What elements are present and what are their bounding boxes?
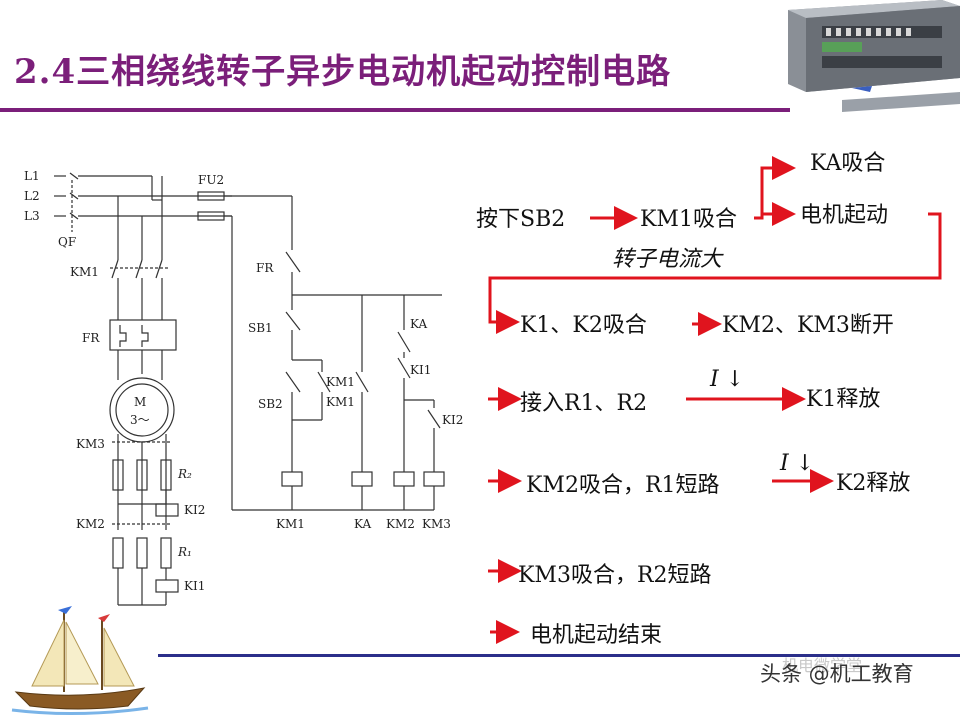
watermark-faint: 机电微学堂 [782, 656, 863, 675]
footer-rule [158, 654, 960, 657]
label-FR-contact: FR [256, 261, 274, 275]
label-KI1-coil: KI1 [184, 579, 205, 593]
label-KI2-coil: KI2 [184, 503, 205, 517]
label-R2: R₂ [177, 467, 192, 481]
label-FR-main: FR [82, 331, 100, 345]
label-KA-contact: KA [410, 317, 427, 331]
label-KM2-main: KM2 [76, 517, 105, 531]
label-L2: L2 [24, 189, 40, 203]
text-km1-close: KM1吸合 [640, 207, 737, 232]
label-KM1-main: KM1 [70, 265, 99, 279]
text-current-down-2: I ↓ [779, 451, 814, 476]
text-km3-close: KM3吸合，R2短路 [518, 563, 712, 588]
label-coil-KM2: KM2 [386, 517, 415, 531]
circuit-diagram: L1 L2 L3 QF FU2 KM1 FR M 3～ KM3 R₂ KI2 K… [24, 169, 463, 606]
text-k2-release: K2释放 [836, 471, 910, 496]
text-motor-done: 电机起动结束 [530, 623, 662, 648]
text-rotor-current: 转子电流大 [612, 247, 724, 272]
startup-sequence-flow: 按下SB2 KM1吸合 KA吸合 电机起动 转子电流大 K1、K2吸合 KM2、… [476, 151, 942, 648]
text-current-down-1: I ↓ [709, 367, 744, 392]
text-connect-r: 接入R1、R2 [520, 391, 647, 416]
label-SB2: SB2 [258, 397, 283, 411]
sailboat-clipart [11, 606, 149, 716]
label-coil-KM3: KM3 [422, 517, 451, 531]
label-KM1-aux2: KM1 [326, 395, 355, 409]
label-SB1: SB1 [248, 321, 273, 335]
label-FU2: FU2 [198, 173, 224, 187]
label-KM1-aux1: KM1 [326, 375, 355, 389]
label-coil-KM1: KM1 [276, 517, 305, 531]
label-motor: M [134, 395, 146, 409]
label-L3: L3 [24, 209, 40, 223]
text-ka-close: KA吸合 [810, 151, 885, 176]
label-KI1-contact: KI1 [410, 363, 431, 377]
watermark: 头条 @机工教育 [760, 662, 914, 686]
plc-module-image [788, 0, 960, 112]
label-QF: QF [58, 235, 76, 249]
slide-title: 2.4三相绕线转子异步电动机起动控制电路 [14, 52, 672, 92]
text-km2-close: KM2吸合，R1短路 [526, 473, 720, 498]
label-L1: L1 [24, 169, 40, 183]
text-k1-release: K1释放 [806, 387, 880, 412]
text-k1k2-close: K1、K2吸合 [520, 313, 647, 338]
label-R1: R₁ [177, 545, 192, 559]
label-motor-phase: 3～ [130, 413, 150, 427]
label-KI2-contact: KI2 [442, 413, 463, 427]
text-motor-start: 电机起动 [800, 203, 888, 228]
text-km2km3-open: KM2、KM3断开 [722, 313, 894, 338]
text-press-sb2: 按下SB2 [476, 207, 565, 232]
label-coil-KA: KA [354, 517, 371, 531]
title-underline [0, 108, 790, 112]
label-KM3-main: KM3 [76, 437, 105, 451]
